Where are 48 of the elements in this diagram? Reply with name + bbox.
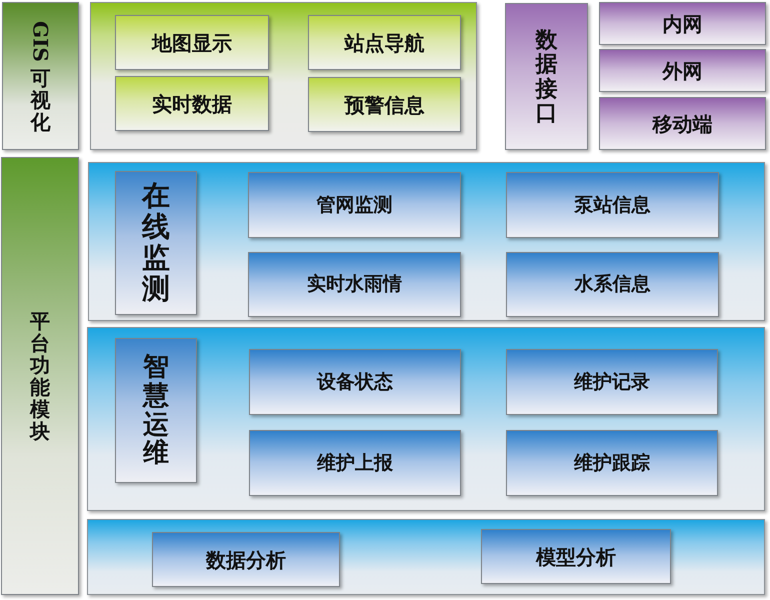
- module-tile: [152, 532, 340, 587]
- module-label: 水系信息: [574, 273, 650, 296]
- module-tile: [481, 529, 671, 584]
- layer-header: [2, 2, 79, 150]
- layer-title: GIS可视化: [29, 20, 52, 134]
- module-tile: [248, 172, 461, 238]
- module-tile: [308, 15, 461, 70]
- module-tile: [249, 430, 461, 496]
- layer-header: [115, 338, 197, 483]
- module-tile: [506, 252, 719, 317]
- module-tile: [506, 430, 718, 496]
- module-tile: [599, 49, 766, 92]
- layer-title: 智慧运维: [141, 353, 170, 468]
- layer-panel: [87, 519, 765, 595]
- module-tile: [115, 76, 269, 131]
- module-label: 泵站信息: [574, 194, 650, 216]
- layer-panel: [88, 162, 765, 321]
- module-label: 实时数据: [152, 92, 232, 116]
- module-label: 管网监测: [316, 194, 392, 216]
- layer-header: [115, 171, 197, 315]
- module-label: 站点导航: [344, 30, 424, 54]
- layer-header: [1, 157, 79, 595]
- layer-title: 在线监测: [140, 181, 171, 305]
- module-tile: [506, 349, 718, 415]
- layer-panel: [87, 327, 765, 511]
- module-label: 数据分析: [206, 548, 286, 572]
- module-tile: [308, 77, 461, 132]
- module-label: 地图显示: [152, 30, 232, 54]
- module-tile: [599, 97, 766, 150]
- module-tile: [506, 172, 719, 238]
- module-tile: [248, 252, 461, 317]
- module-label: 实时水雨情: [307, 273, 402, 296]
- layer-header: [505, 3, 588, 150]
- module-label: 外网: [662, 58, 702, 82]
- module-label: 模型分析: [536, 544, 616, 568]
- module-label: 移动端: [652, 112, 712, 136]
- module-label: 维护跟踪: [574, 452, 650, 474]
- layer-panel: [90, 2, 477, 150]
- module-label: 预警信息: [344, 92, 424, 116]
- layer-title: 数据接口: [534, 28, 558, 125]
- module-label: 内网: [662, 12, 702, 36]
- module-label: 维护上报: [317, 452, 393, 474]
- module-tile: [249, 349, 461, 415]
- module-tile: [599, 2, 766, 45]
- module-label: 维护记录: [574, 370, 650, 394]
- layer-title: 平台功能模块: [28, 310, 51, 442]
- module-tile: [115, 15, 269, 70]
- module-label: 设备状态: [317, 370, 393, 394]
